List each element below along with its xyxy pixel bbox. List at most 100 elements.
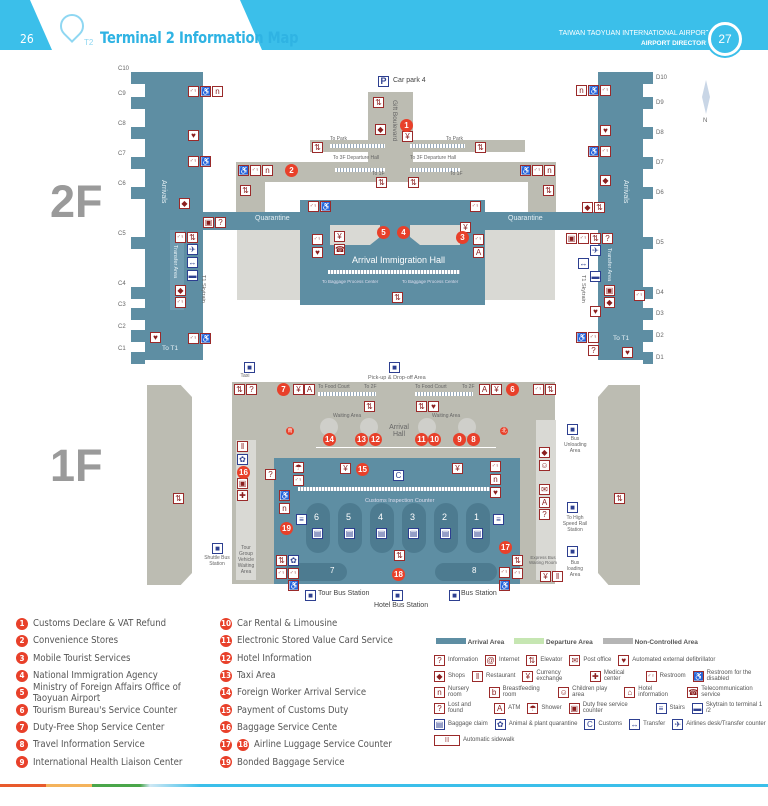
bus-icon: ■ <box>244 362 255 373</box>
carousel-number: 1 <box>474 512 480 522</box>
header-title-panel <box>30 0 262 50</box>
gate-d2 <box>643 330 653 342</box>
gate-c10 <box>131 72 145 84</box>
marker-5[interactable]: 5 <box>377 226 390 239</box>
restroom-icon: ♂♀ <box>645 670 657 682</box>
disabled-icon: ♿ <box>588 146 599 157</box>
bus-icon: ■ <box>212 543 223 554</box>
elevator-icon: ⇅ <box>312 142 323 153</box>
number-badge: 1 <box>16 617 28 630</box>
marker-19[interactable]: 19 <box>280 522 293 535</box>
carousel-7-label: 7 <box>330 566 335 575</box>
marker-15[interactable]: 15 <box>356 463 369 476</box>
carousel-8-label: 8 <box>472 566 477 575</box>
footer-stripe <box>0 784 768 787</box>
service-label: Mobile Tourist Services <box>33 652 131 664</box>
bus-icon: ■ <box>305 590 316 601</box>
marker-16[interactable]: 16 <box>237 466 250 479</box>
icon-legend-label: Children play area <box>572 686 608 698</box>
currency-icon: ¥ <box>491 384 502 395</box>
marker-7[interactable]: 7 <box>277 383 290 396</box>
marker-3[interactable]: 3 <box>456 231 469 244</box>
number-badge: 15 <box>220 704 232 717</box>
restroom-icon: ♂♀ <box>634 290 645 301</box>
to-1f-label: To 1F <box>450 171 463 177</box>
quarantine-icon: ✿ <box>237 454 248 465</box>
nursery-icon: n <box>279 503 290 514</box>
telecom-icon: ☎ <box>687 686 699 698</box>
quarantine-icon: ✿ <box>494 718 506 730</box>
restroom-icon: ♂♀ <box>188 86 199 97</box>
transfer-area-label: Transfer Area <box>172 245 178 279</box>
marker-18[interactable]: 18 <box>392 568 405 581</box>
gate-d10 <box>643 72 653 84</box>
aed-icon: ♥ <box>150 332 161 343</box>
south-exit-icon: 南 <box>286 427 294 435</box>
post-office-icon: ✉ <box>569 654 581 666</box>
aed-icon: ♥ <box>600 125 611 136</box>
restroom-icon: ♂♀ <box>600 85 611 96</box>
gate-d4 <box>643 287 653 299</box>
service-item: 10 Car Rental & Limousine <box>220 615 430 632</box>
lost-found-icon: ? <box>539 509 550 520</box>
gate-c4 <box>131 287 145 299</box>
elevator-icon: ⇅ <box>364 401 375 412</box>
gate-label: C3 <box>118 302 126 308</box>
service-label: Car Rental & Limousine <box>237 618 338 630</box>
elevator-icon: ⇅ <box>373 97 384 108</box>
gate-d3 <box>643 308 653 320</box>
number-badge: 10 <box>220 617 232 630</box>
area-label: Arrival Area <box>467 639 505 646</box>
elevator-icon: ⇅ <box>475 142 486 153</box>
marker-12[interactable]: 12 <box>369 433 382 446</box>
marker-2[interactable]: 2 <box>285 164 298 177</box>
waiting-seats <box>458 418 476 436</box>
area-swatch <box>514 638 545 644</box>
icon-legend-label: Stairs <box>669 705 685 711</box>
marker-11[interactable]: 11 <box>415 433 428 446</box>
icon-legend-label: Nursery room <box>448 686 470 698</box>
marker-14[interactable]: 14 <box>323 433 336 446</box>
gate-label: C1 <box>118 346 126 352</box>
gate-label: C9 <box>118 91 126 97</box>
marker-8[interactable]: 8 <box>467 433 480 446</box>
marker-17[interactable]: 17 <box>499 541 512 554</box>
marker-9[interactable]: 9 <box>453 433 466 446</box>
elevator-icon: ⇅ <box>173 493 184 504</box>
compass-icon <box>702 80 710 114</box>
information-icon: ? <box>602 233 613 244</box>
waiting-seats <box>320 418 338 436</box>
marker-1[interactable]: 1 <box>400 119 413 132</box>
marker-6[interactable]: 6 <box>506 383 519 396</box>
gate-label: D8 <box>656 130 664 136</box>
atm-icon: A <box>494 702 506 714</box>
disabled-icon: ♿ <box>200 86 211 97</box>
restroom-icon: ♂♀ <box>470 201 481 212</box>
service-label: Foreign Worker Arrival Service <box>237 687 367 699</box>
gate-label: C5 <box>118 231 126 237</box>
arrivals-label: Arrivals <box>622 180 629 204</box>
quarantine-label-left: Quarantine <box>255 215 290 222</box>
icon-legend-label: Restroom <box>659 673 686 679</box>
building-block-right <box>598 385 640 585</box>
pickup-label: Pick-up & Drop-off Area <box>368 375 426 381</box>
marker-13[interactable]: 13 <box>355 433 368 446</box>
currency-icon: ¥ <box>402 131 413 142</box>
restroom-icon: ♂♀ <box>533 384 544 395</box>
sidewalk <box>330 144 385 148</box>
icon-legend-label: Post office <box>583 657 612 663</box>
elevator-icon: ⇅ <box>187 232 198 243</box>
area-legend-item: Arrival Area <box>432 638 504 646</box>
page-number-right: 27 <box>708 22 742 56</box>
elevator-icon: ⇅ <box>590 233 601 244</box>
lost-found-icon: ? <box>246 384 257 395</box>
sidewalk <box>335 168 385 172</box>
customs-counter-label: Customs Inspection Counter <box>365 498 435 504</box>
marker-4[interactable]: 4 <box>397 226 410 239</box>
marker-10[interactable]: 10 <box>428 433 441 446</box>
service-label: Hotel Information <box>237 652 312 664</box>
shops-icon: ◆ <box>175 285 186 296</box>
